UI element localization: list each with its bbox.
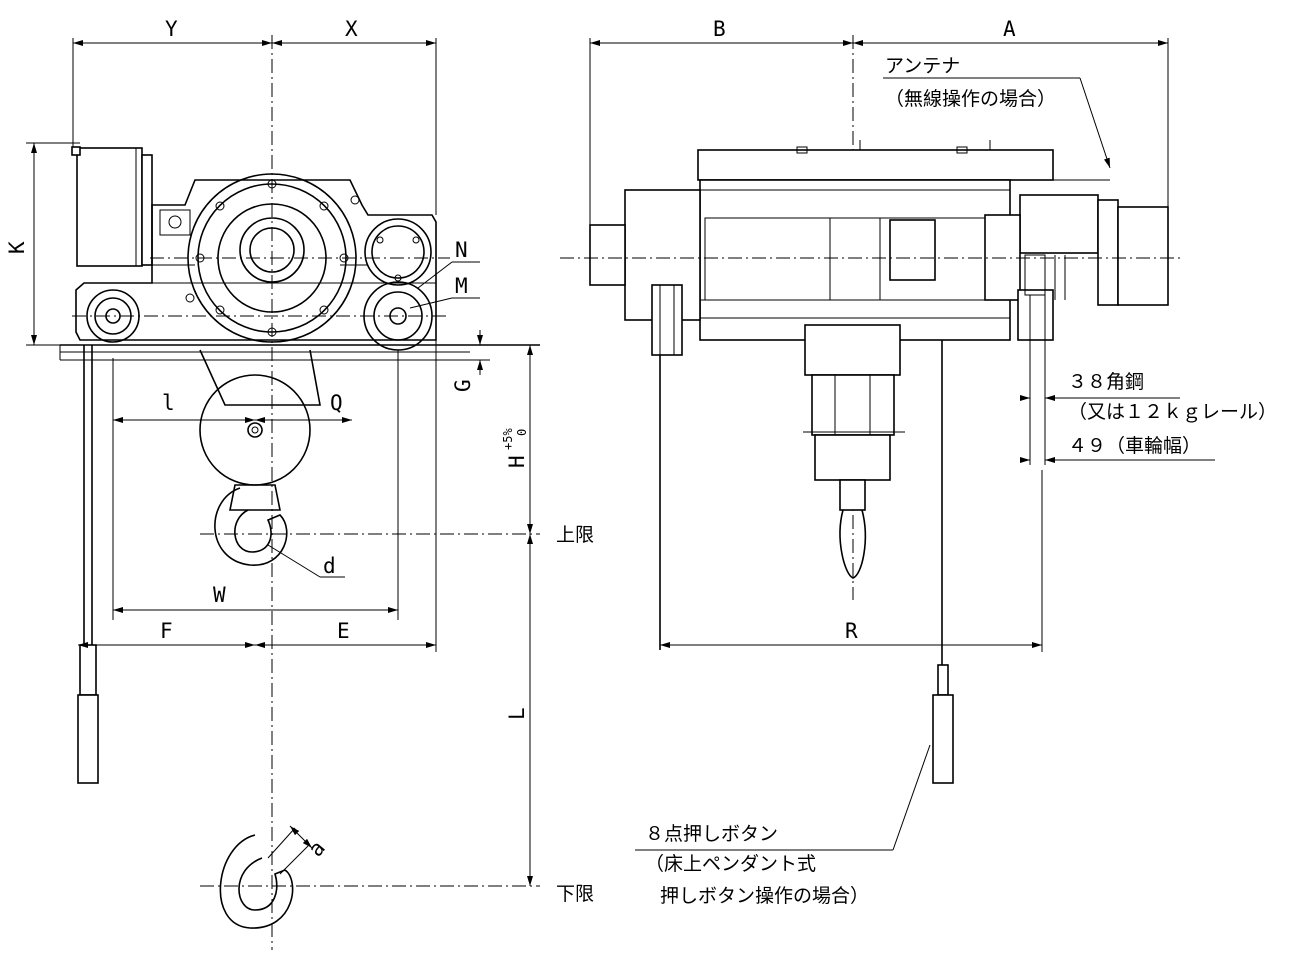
pushbutton-note-2: 押しボタン操作の場合）	[660, 885, 869, 907]
dim-h-tol-upper: +5%	[501, 428, 515, 450]
dim-x-label: X	[345, 17, 358, 41]
dim-q-label: Q	[330, 391, 343, 415]
dim-a-hook-label: a	[303, 836, 330, 861]
antenna-note: （無線操作の場合）	[885, 88, 1056, 110]
dim-y-label: Y	[165, 17, 178, 41]
rail-alt-label: （又は１２ｋｇレール）	[1068, 401, 1277, 423]
dim-b-label: B	[713, 17, 726, 41]
dim-d-label: d	[323, 554, 336, 578]
dim-r-label: R	[845, 619, 858, 643]
side-view	[560, 35, 1215, 851]
front-view	[26, 35, 540, 950]
upper-limit-label: 上限	[556, 524, 594, 546]
pushbutton-note-1: （床上ペンダント式	[645, 853, 816, 875]
dim-f-label: F	[160, 619, 173, 643]
lower-limit-label: 下限	[556, 883, 594, 905]
wheel-width-label: ４９（車輪幅）	[1068, 435, 1201, 457]
pushbutton-label: ８点押しボタン	[645, 823, 778, 845]
dim-n-label: N	[455, 238, 468, 262]
dim-h-tol-lower: 0	[515, 429, 529, 436]
dim-e-label: E	[337, 619, 350, 643]
dim-h-label: H	[505, 455, 529, 468]
dim-a-label: A	[1003, 17, 1016, 41]
dim-l-label: l	[162, 391, 175, 415]
dim-w-label: W	[213, 583, 226, 607]
dim-k-label: K	[5, 241, 29, 254]
rail-size-label: ３８角鋼	[1068, 371, 1144, 393]
antenna-label: アンテナ	[885, 55, 960, 77]
dim-m-label: M	[455, 274, 468, 298]
dim-g-label: G	[451, 379, 475, 392]
dim-l-length-label: L	[505, 707, 529, 720]
